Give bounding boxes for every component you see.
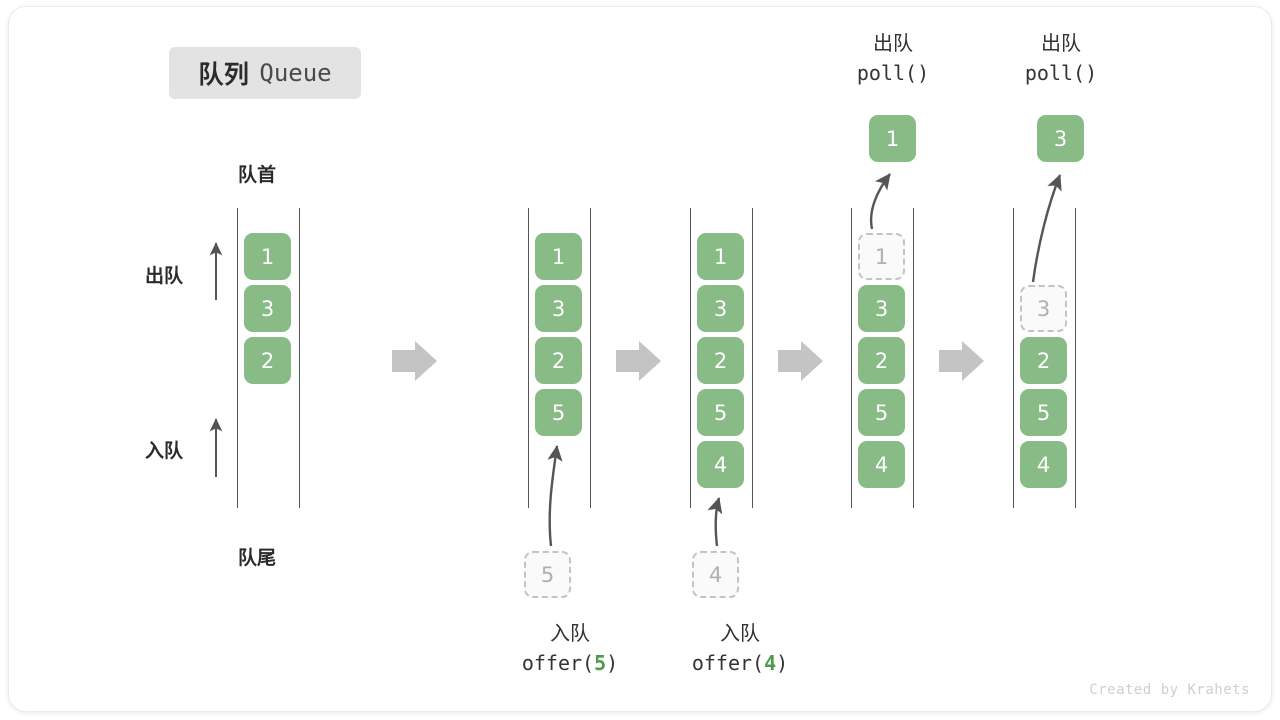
queue-box: 4 bbox=[858, 441, 905, 488]
queue-box: 5 bbox=[858, 389, 905, 436]
queue-box: 2 bbox=[1020, 337, 1067, 384]
caption-offer-4-cn: 入队 bbox=[720, 623, 760, 645]
poll-1-arrow bbox=[869, 173, 891, 230]
removed-ghost-box: 1 bbox=[858, 233, 905, 280]
queue-box: 2 bbox=[535, 337, 582, 384]
queue-box: 5 bbox=[535, 389, 582, 436]
rail-left-col3 bbox=[690, 208, 691, 508]
queue-box: 5 bbox=[697, 389, 744, 436]
queue-box: 1 bbox=[244, 233, 291, 280]
caption-offer-5-cn: 入队 bbox=[550, 623, 590, 645]
rail-left-col2 bbox=[528, 208, 529, 508]
caption-offer-4-code: offer(4) bbox=[691, 651, 789, 675]
caption-offer-5: 入队 offer(5) bbox=[512, 620, 628, 678]
incoming-ghost-box: 5 bbox=[524, 551, 571, 598]
caption-offer-5-code: offer(5) bbox=[521, 651, 619, 675]
label-queue-front: 队首 bbox=[238, 165, 277, 186]
popped-box: 3 bbox=[1037, 115, 1084, 162]
rail-right-col4 bbox=[913, 208, 914, 508]
rail-left-col4 bbox=[851, 208, 852, 508]
author-credit: Created by Krahets bbox=[1089, 682, 1250, 698]
queue-box: 4 bbox=[697, 441, 744, 488]
caption-poll-1-code: poll() bbox=[856, 61, 930, 85]
popped-box: 1 bbox=[869, 115, 916, 162]
caption-poll-1: 出队 poll() bbox=[835, 30, 951, 88]
caption-poll-2-cn: 出队 bbox=[1041, 33, 1081, 55]
label-dequeue-direction: 出队 bbox=[145, 266, 184, 287]
queue-box: 2 bbox=[858, 337, 905, 384]
caption-poll-2-code: poll() bbox=[1024, 61, 1098, 85]
caption-poll-1-cn: 出队 bbox=[873, 33, 913, 55]
poll-3-arrow bbox=[1031, 174, 1062, 283]
rail-left-col1 bbox=[237, 208, 238, 508]
queue-box: 1 bbox=[535, 233, 582, 280]
queue-box: 2 bbox=[697, 337, 744, 384]
title-chinese: 队列 bbox=[198, 61, 250, 89]
diagram-title-badge: 队列 Queue bbox=[169, 47, 361, 99]
title-english: Queue bbox=[259, 59, 332, 87]
caption-offer-4: 入队 offer(4) bbox=[682, 620, 798, 678]
queue-box: 1 bbox=[697, 233, 744, 280]
step-arrow bbox=[616, 341, 661, 381]
label-enqueue-direction: 入队 bbox=[145, 441, 184, 462]
caption-offer-5-arg: 5 bbox=[594, 651, 607, 675]
queue-box: 2 bbox=[244, 337, 291, 384]
queue-box: 5 bbox=[1020, 389, 1067, 436]
step-arrow bbox=[939, 341, 984, 381]
label-queue-rear: 队尾 bbox=[238, 548, 277, 569]
offer-5-arrow bbox=[547, 445, 563, 547]
rail-right-col3 bbox=[752, 208, 753, 508]
queue-box: 3 bbox=[244, 285, 291, 332]
step-arrow bbox=[392, 341, 437, 381]
rail-right-col1 bbox=[299, 208, 300, 508]
queue-box: 3 bbox=[535, 285, 582, 332]
rail-right-col2 bbox=[590, 208, 591, 508]
queue-box: 4 bbox=[1020, 441, 1067, 488]
offer-4-arrow bbox=[707, 497, 723, 547]
caption-poll-2: 出队 poll() bbox=[1003, 30, 1119, 88]
rail-left-col5 bbox=[1013, 208, 1014, 508]
step-arrow bbox=[778, 341, 823, 381]
rail-right-col5 bbox=[1075, 208, 1076, 508]
queue-box: 3 bbox=[697, 285, 744, 332]
removed-ghost-box: 3 bbox=[1020, 285, 1067, 332]
queue-box: 3 bbox=[858, 285, 905, 332]
incoming-ghost-box: 4 bbox=[692, 551, 739, 598]
caption-offer-4-arg: 4 bbox=[764, 651, 777, 675]
